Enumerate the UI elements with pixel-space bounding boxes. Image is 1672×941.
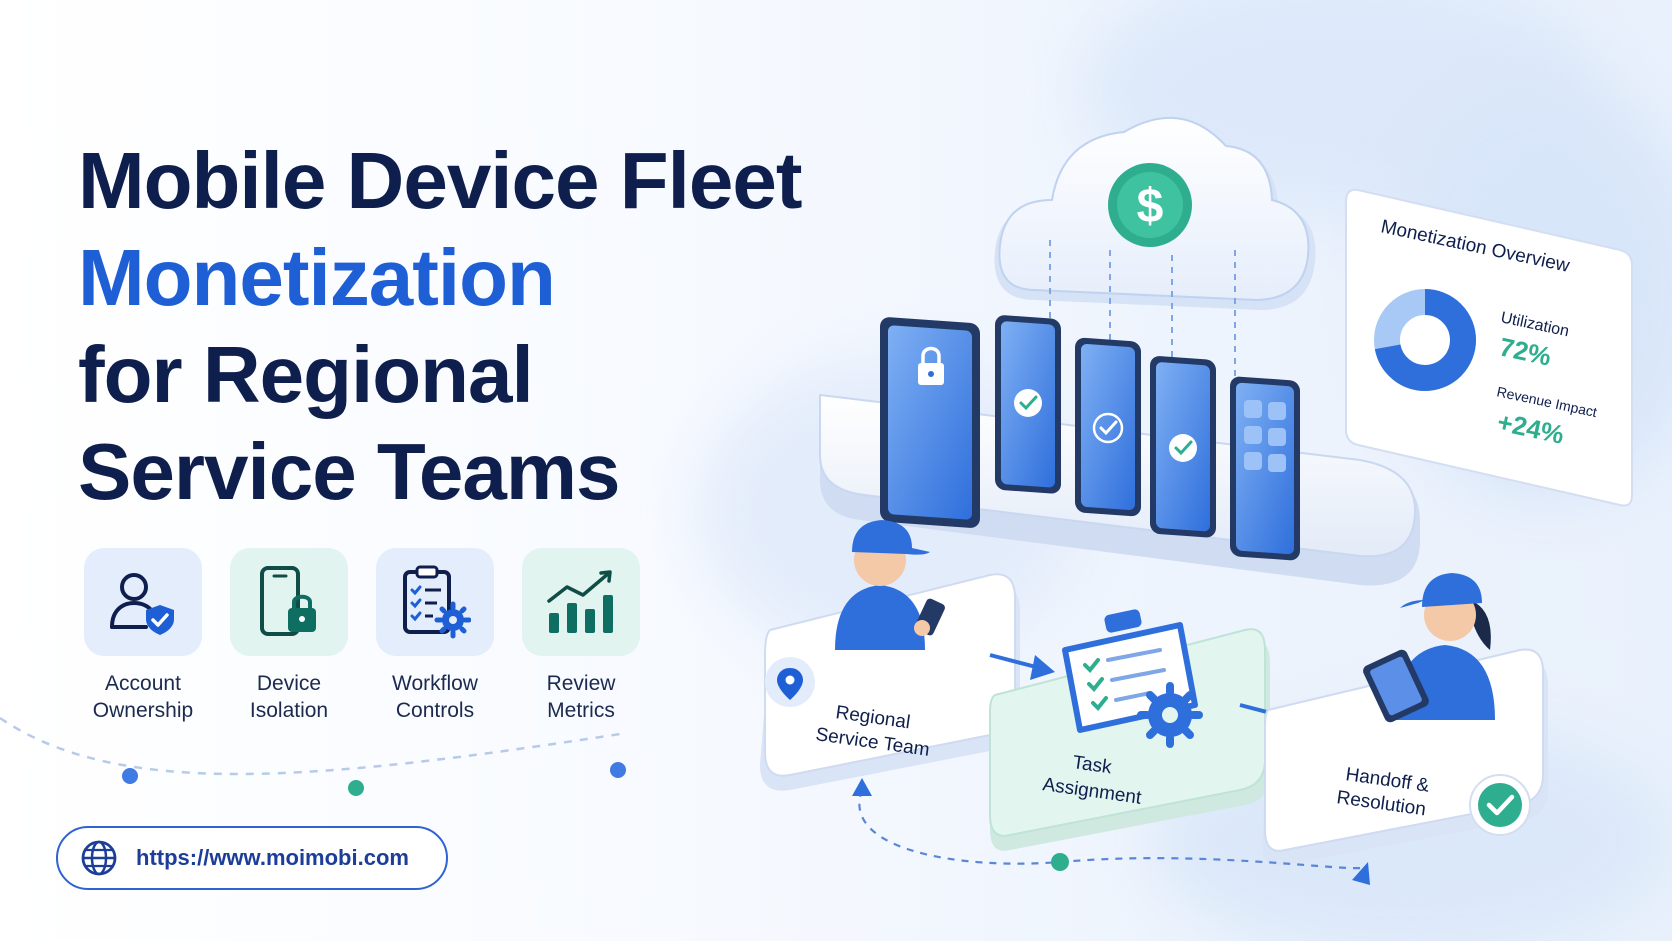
arrow-up-icon bbox=[1352, 862, 1370, 885]
feature-label: Device Isolation bbox=[224, 670, 354, 724]
feature-review-metrics: Review Metrics bbox=[516, 548, 646, 724]
phone-lock-icon bbox=[260, 566, 316, 636]
monetization-overview-card: Monetization Overview Utilization 72% Re… bbox=[1345, 188, 1633, 507]
feature-tile bbox=[376, 548, 494, 656]
feature-account-ownership: Account Ownership bbox=[78, 548, 208, 724]
feature-label-line: Workflow bbox=[392, 672, 478, 695]
check-icon bbox=[1169, 434, 1197, 462]
feature-label: Review Metrics bbox=[516, 670, 646, 724]
feature-list: Account Ownership Device Isolation bbox=[78, 548, 678, 728]
technician-with-phone bbox=[835, 520, 945, 650]
feedback-loop-dashed bbox=[852, 778, 1370, 885]
utilization-donut-chart bbox=[1374, 289, 1476, 391]
feature-label-line: Ownership bbox=[92, 699, 194, 722]
headline-line-1: Mobile Device Fleet bbox=[78, 136, 802, 225]
phone-device-verified bbox=[1150, 356, 1216, 538]
website-link[interactable]: https://www.moimobi.com bbox=[56, 826, 448, 890]
svg-text:$: $ bbox=[1137, 180, 1164, 233]
check-icon bbox=[1014, 389, 1042, 417]
curve-dot bbox=[348, 780, 364, 796]
cloud-server: $ bbox=[994, 116, 1316, 311]
feature-label: Account Ownership bbox=[78, 670, 208, 724]
headline-line-3: for Regional bbox=[78, 330, 534, 419]
workflow-step-regional-service-team: Regional Service Team bbox=[760, 573, 1020, 791]
user-shield-icon bbox=[110, 573, 174, 635]
feature-label-line: Controls bbox=[395, 699, 475, 722]
workflow-step-task-assignment: Task Assignment bbox=[989, 609, 1270, 851]
feature-workflow-controls: Workflow Controls bbox=[370, 548, 500, 724]
feature-label-line: Account bbox=[105, 672, 181, 695]
feature-label: Workflow Controls bbox=[370, 670, 500, 724]
curve-dot bbox=[122, 768, 138, 784]
headline-line-2: Monetization bbox=[78, 233, 556, 322]
check-icon bbox=[1092, 412, 1124, 444]
clipboard-gear-icon bbox=[403, 565, 471, 639]
tablet-device-locked bbox=[880, 317, 980, 528]
feature-device-isolation: Device Isolation bbox=[224, 548, 354, 724]
gear-icon bbox=[1137, 682, 1203, 748]
feature-label-line: Review bbox=[546, 672, 616, 695]
curve-dot bbox=[610, 762, 626, 778]
phone-device-verified bbox=[995, 315, 1061, 494]
feature-tile bbox=[522, 548, 640, 656]
feature-label-line: Isolation bbox=[249, 699, 329, 722]
decorative-dashed-curve bbox=[0, 716, 626, 796]
feature-tile bbox=[84, 548, 202, 656]
headline: Mobile Device Fleet Monetization for Reg… bbox=[78, 132, 802, 520]
feature-label-line: Device bbox=[256, 672, 322, 695]
arrow-up-icon bbox=[852, 778, 872, 796]
app-grid-icon bbox=[1244, 400, 1286, 472]
loop-dot bbox=[1051, 853, 1069, 871]
feature-label-line: Metrics bbox=[547, 699, 615, 722]
lock-icon bbox=[918, 346, 944, 385]
headline-line-4: Service Teams bbox=[78, 427, 620, 516]
cloud-device-links bbox=[1049, 240, 1236, 390]
arrow-right-icon bbox=[989, 653, 1055, 680]
phone-device-apps bbox=[1230, 376, 1300, 561]
website-url[interactable]: https://www.moimobi.com bbox=[136, 845, 409, 870]
feature-tile bbox=[230, 548, 348, 656]
globe-icon bbox=[81, 840, 117, 876]
technician-with-tablet bbox=[1363, 573, 1495, 723]
bar-trend-icon bbox=[547, 570, 613, 633]
phone-device-verified bbox=[1075, 337, 1141, 517]
